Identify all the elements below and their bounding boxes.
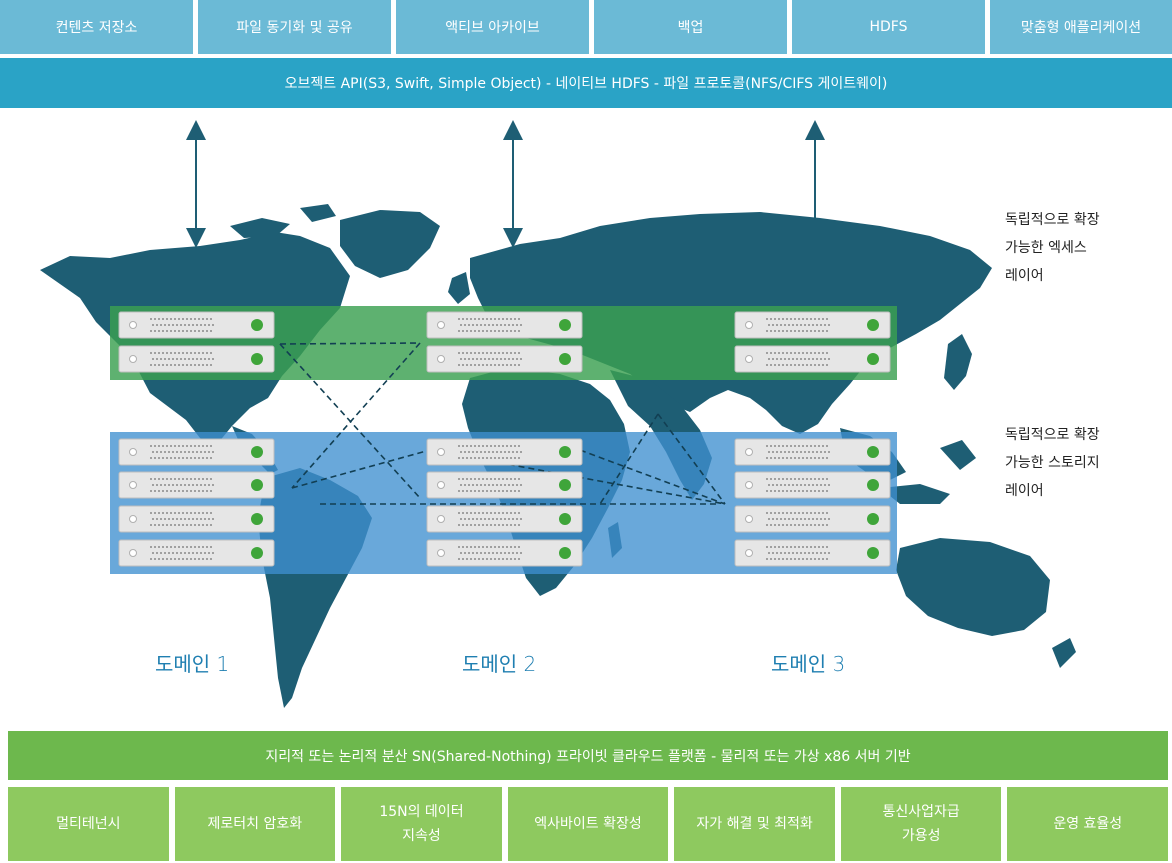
access-server-1-1 [118,311,275,339]
world-map-illustration [40,120,1076,708]
platform-bar: 지리적 또는 논리적 분산 SN(Shared-Nothing) 프라이빗 클라… [8,731,1168,780]
service-hdfs: HDFS [792,0,985,54]
storage-server-3-1 [734,438,891,466]
storage-server-1-2 [118,471,275,499]
storage-server-3-2 [734,471,891,499]
domain-2-label: 도메인 2 [462,652,537,676]
storage-server-1-1 [118,438,275,466]
storage-server-2-2 [426,471,583,499]
feature-zero-touch-encryption: 제로터치 암호화 [174,787,336,861]
feature-exabyte-scalability: 엑사바이트 확장성 [507,787,669,861]
service-content-repository: 컨텐츠 저장소 [0,0,193,54]
storage-server-1-3 [118,505,275,533]
service-file-sync-share: 파일 동기화 및 공유 [198,0,391,54]
storage-server-2-1 [426,438,583,466]
access-server-3-2 [734,345,891,373]
access-server-2-1 [426,311,583,339]
feature-multitenancy: 멀티테넌시 [8,787,169,861]
access-layer-label: 독립적으로 확장 가능한 엑세스 레이어 [1005,206,1165,290]
storage-server-3-4 [734,539,891,567]
api-bar: 오브젝트 API(S3, Swift, Simple Object) - 네이티… [0,58,1172,108]
domain-3-label: 도메인 3 [771,652,846,676]
storage-server-2-3 [426,505,583,533]
service-row: 컨텐츠 저장소 파일 동기화 및 공유 액티브 아카이브 백업 HDFS 맞춤형… [0,0,1172,54]
access-layer-text: 독립적으로 확장 가능한 엑세스 레이어 [1005,212,1100,284]
topology-diagram: 독립적으로 확장 가능한 엑세스 레이어 독립적으로 확장 가능한 스토리지 레… [0,108,1172,723]
feature-carrier-grade: 통신사업자급 가용성 [840,787,1002,861]
feature-self-healing: 자가 해결 및 최적화 [674,787,835,861]
feature-row: 멀티테넌시 제로터치 암호화 15N의 데이터 지속성 엑사바이트 확장성 자가… [8,787,1169,861]
storage-server-3-3 [734,505,891,533]
service-active-archive: 액티브 아카이브 [396,0,589,54]
domain-1-label: 도메인 1 [155,652,230,676]
server-units [118,311,891,567]
storage-server-2-4 [426,539,583,567]
service-custom-app: 맞춤형 애플리케이션 [990,0,1172,54]
access-server-1-2 [118,345,275,373]
access-server-3-1 [734,311,891,339]
storage-layer-text: 독립적으로 확장 가능한 스토리지 레이어 [1005,427,1100,499]
feature-data-durability: 15N의 데이터 지속성 [341,787,502,861]
storage-server-1-4 [118,539,275,567]
feature-operational-efficiency: 운영 효율성 [1007,787,1169,861]
access-server-2-2 [426,345,583,373]
service-backup: 백업 [594,0,787,54]
replication-links [279,342,726,505]
storage-layer-label: 독립적으로 확장 가능한 스토리지 레이어 [1005,421,1165,505]
